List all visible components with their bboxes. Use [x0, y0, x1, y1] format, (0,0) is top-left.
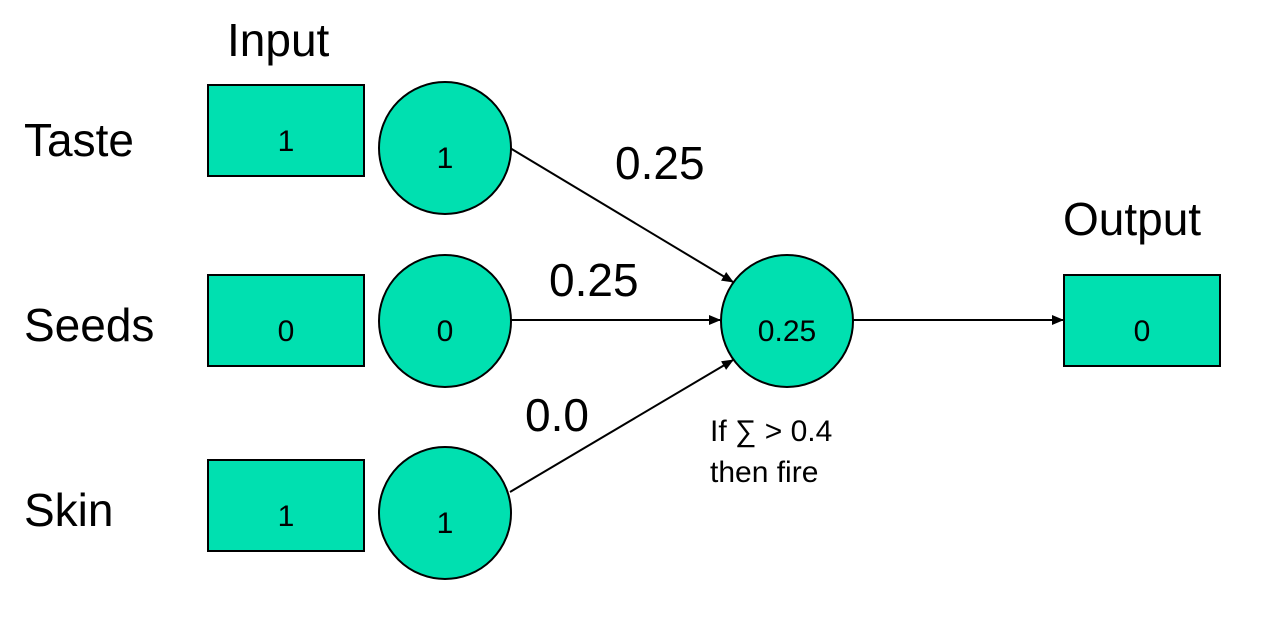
input-node-taste: 1 — [378, 81, 512, 215]
row-label-taste: Taste — [24, 114, 134, 166]
weight-label-seeds: 0.25 — [549, 254, 639, 306]
sum-node: 0.25 — [720, 254, 854, 388]
output-box: 0 — [1063, 274, 1221, 367]
input-box-taste: 1 — [207, 84, 365, 177]
weight-label-skin: 0.0 — [525, 389, 589, 441]
threshold-rule-line-1: If ∑ > 0.4 — [710, 415, 833, 448]
input-node-skin: 1 — [378, 446, 512, 580]
row-label-skin: Skin — [24, 484, 114, 536]
output-heading: Output — [1063, 193, 1202, 245]
input-heading: Input — [227, 14, 330, 66]
input-box-skin: 1 — [207, 459, 365, 552]
taste-to-sum-arrow — [509, 147, 734, 283]
weight-label-taste: 0.25 — [615, 137, 705, 189]
input-box-seeds: 0 — [207, 274, 365, 367]
input-node-seeds: 0 — [378, 254, 512, 388]
skin-to-sum-arrow — [509, 359, 734, 493]
row-label-seeds: Seeds — [24, 299, 155, 351]
threshold-rule-line-2: then fire — [710, 456, 819, 489]
